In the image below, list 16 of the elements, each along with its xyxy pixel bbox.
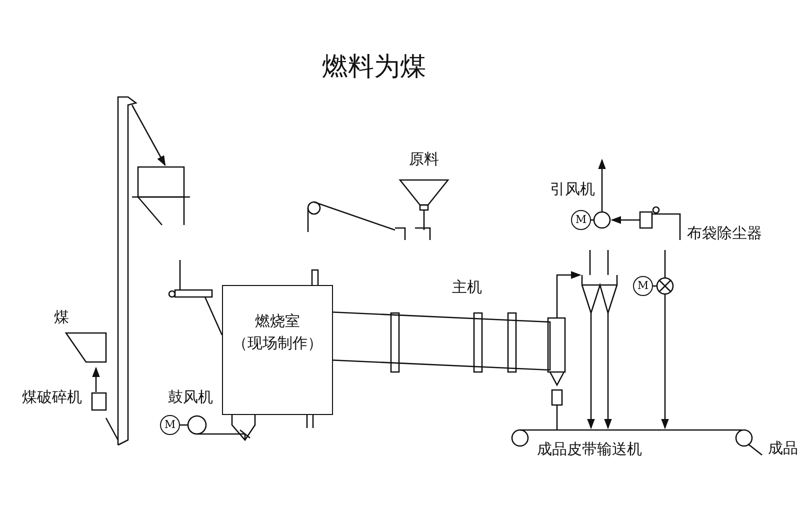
- part-label: 原料: [409, 150, 439, 168]
- title: 燃料为煤: [322, 52, 426, 82]
- motor-symbol: M: [633, 276, 653, 296]
- motor-symbol: M: [160, 415, 180, 435]
- part-label: 成品皮带输送机: [537, 440, 642, 458]
- part-label: 鼓风机: [168, 388, 213, 406]
- part-label: 煤: [54, 308, 69, 326]
- motor-symbol: M: [571, 210, 591, 230]
- equipment-label: 燃烧室: [254, 311, 301, 332]
- combustion-chamber-box: [222, 285, 333, 415]
- part-label: 煤破碎机: [22, 388, 82, 406]
- part-label: 成品: [768, 439, 798, 457]
- part-label: 引风机: [550, 180, 595, 198]
- part-label: 主机: [452, 278, 482, 296]
- equipment-label: （现场制作）: [232, 333, 324, 354]
- part-label: 布袋除尘器: [687, 224, 762, 242]
